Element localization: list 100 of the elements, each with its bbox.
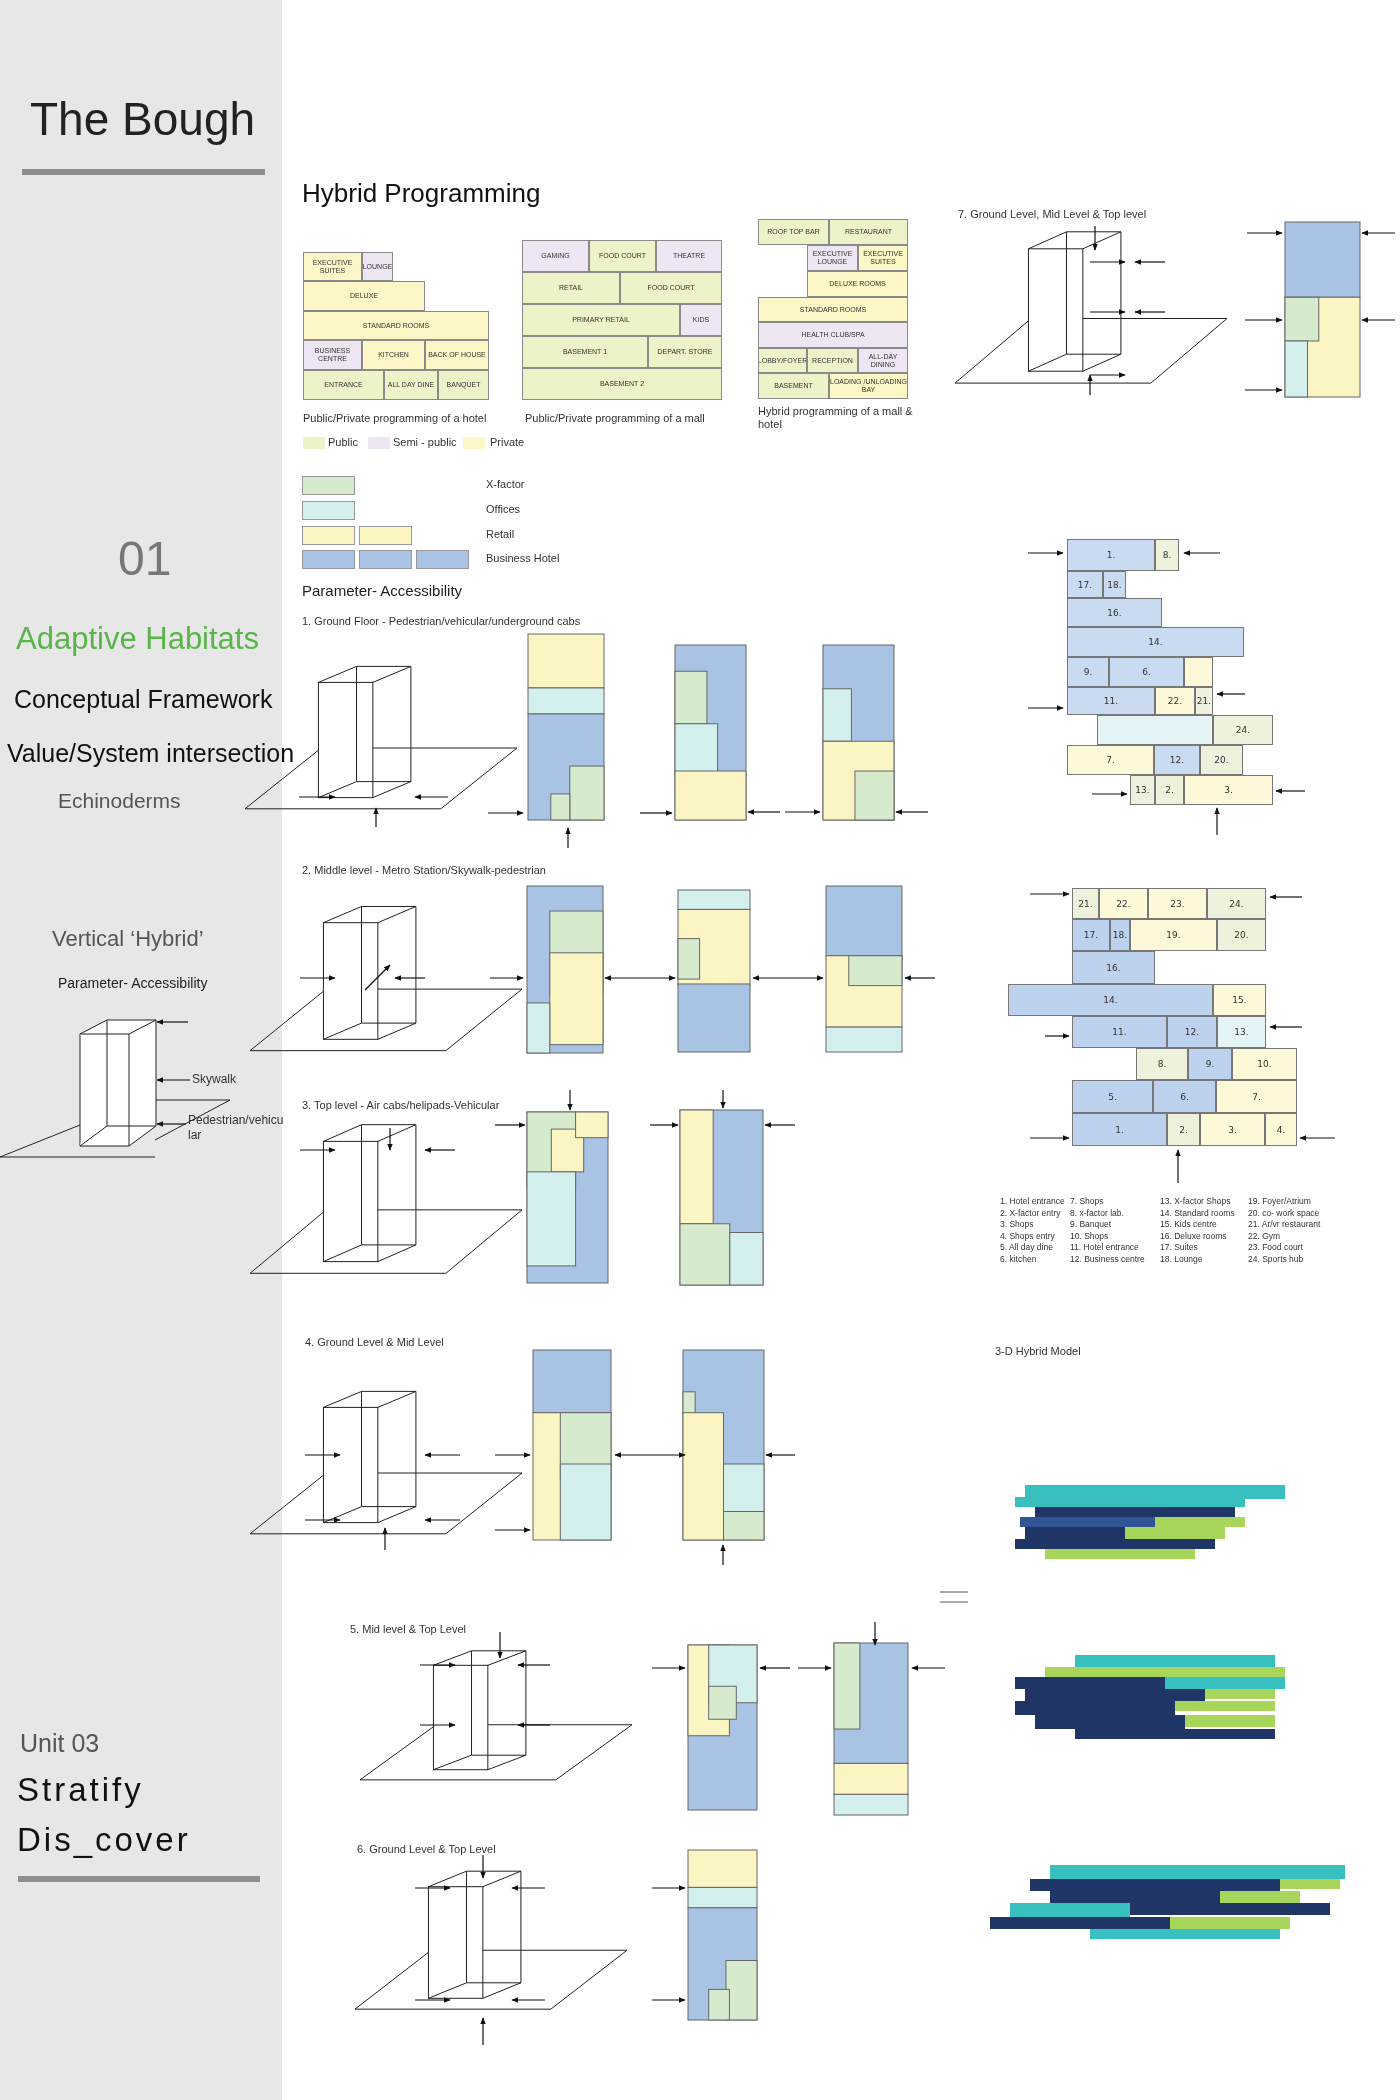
page-title: The Bough: [30, 92, 256, 146]
plan-block: 21.: [1072, 888, 1099, 919]
legend-label: Business Hotel: [486, 552, 560, 564]
plan-block: 20.: [1217, 919, 1266, 951]
key-entry: 11. Hotel entrance: [1070, 1242, 1139, 1253]
plan-block: 2.: [1167, 1113, 1200, 1146]
key-entry: 3. Shops: [1000, 1219, 1034, 1230]
plan-block: [1184, 657, 1213, 687]
key-entry: 9. Banquet: [1070, 1219, 1112, 1230]
plan-block: 6.: [1153, 1080, 1216, 1113]
section-heading: 2. Middle level - Metro Station/Skywalk-pedestrian: [302, 864, 546, 878]
section-heading: 6. Ground Level & Top Level: [357, 1843, 496, 1857]
section-heading: Hybrid Programming: [302, 178, 541, 210]
legend-label: Private: [490, 436, 525, 448]
plan-block: 16.: [1067, 598, 1162, 627]
key-entry: 22. Gym: [1248, 1230, 1281, 1241]
caption: Public/Private programming of a mall: [525, 412, 705, 426]
key-entry: 17. Suites: [1160, 1242, 1198, 1253]
tower-drawing: [79, 1019, 157, 1147]
key-entry: 21. Ar/vr restaurant: [1248, 1219, 1321, 1230]
plan-block: 3.: [1184, 775, 1273, 805]
plan-block: 11.: [1067, 687, 1155, 715]
key-entry: 5. All day dine: [1000, 1242, 1053, 1253]
section-heading: 7. Ground Level, Mid Level & Top level: [958, 208, 1147, 222]
key-entry: 18. Lounge: [1160, 1253, 1203, 1264]
leader-label: Pedestrian/vehicu lar: [188, 1113, 283, 1143]
key-entry: 19. Foyer/Atrium: [1248, 1196, 1311, 1207]
plan-block: 23.: [1148, 888, 1207, 919]
plan-block: 13.: [1217, 1016, 1266, 1048]
panel-heading: Unit 03: [20, 1728, 100, 1758]
plan-block: 12.: [1154, 745, 1200, 775]
section-heading: Parameter- Accessibility: [302, 582, 463, 600]
plan-block: 2.: [1155, 775, 1184, 805]
plan-block: 20.: [1200, 745, 1243, 775]
caption: Public/Private programming of a hotel: [303, 412, 487, 426]
key-entry: 14. Standard rooms: [1160, 1207, 1235, 1218]
key-entry: 20. co- work space: [1248, 1207, 1320, 1218]
plan-block: 15.: [1213, 984, 1266, 1016]
panel-heading: Conceptual Framework: [14, 684, 273, 714]
key-entry: 13. X-factor Shops: [1160, 1196, 1231, 1207]
panel-subheading: Parameter- Accessibility: [58, 975, 208, 992]
caption: Hybrid programming of a mall & hotel: [758, 405, 914, 432]
plan-block: 1.: [1072, 1113, 1167, 1146]
plan-block: 13.: [1130, 775, 1155, 805]
leader-line: [156, 1077, 191, 1083]
plan-block: 6.: [1109, 657, 1184, 687]
legend-label: Offices: [486, 503, 521, 515]
panel-heading: Value/System intersection: [7, 738, 295, 768]
plan-block: 4.: [1265, 1113, 1297, 1146]
key-entry: 6. kitchen: [1000, 1253, 1037, 1264]
plan-block: 9.: [1188, 1048, 1232, 1080]
section-heading: 3. Top level - Air cabs/helipads-Vehicular: [302, 1099, 500, 1113]
plan-block: 12.: [1167, 1016, 1217, 1048]
legend-label: X-factor: [486, 478, 525, 490]
key-entry: 7. Shops: [1070, 1196, 1104, 1207]
plan-block: 14.: [1008, 984, 1213, 1016]
panel-number: 01: [118, 531, 172, 587]
plan-block: 22.: [1099, 888, 1148, 919]
leader-line: [156, 1019, 189, 1025]
plan-block: 24.: [1213, 715, 1273, 745]
panel-heading: Stratify: [17, 1770, 144, 1810]
key-entry: 12. Business centre: [1070, 1253, 1145, 1264]
plan-block: 22.: [1155, 687, 1195, 715]
key-entry: 1. Hotel entrance: [1000, 1196, 1065, 1207]
plan-block: 9.: [1067, 657, 1109, 687]
section-heading: 5. Mid level & Top Level: [350, 1623, 466, 1637]
plan-block: 19.: [1130, 919, 1217, 951]
section-heading: 1. Ground Floor - Pedestrian/vehicular/underground cabs: [302, 615, 581, 629]
plan-block: 7.: [1067, 745, 1154, 775]
plan-block: 14.: [1067, 627, 1244, 657]
plan-block: 11.: [1072, 1016, 1167, 1048]
plan-block: 18.: [1110, 919, 1130, 951]
plan-block: 5.: [1072, 1080, 1153, 1113]
plan-block: 17.: [1067, 571, 1103, 598]
leader-label: Skywalk: [192, 1072, 282, 1087]
plan-block: [1097, 715, 1213, 745]
plan-block: 21.: [1195, 687, 1213, 715]
plan-block: 17.: [1072, 919, 1110, 951]
key-entry: 2. X-factor entry: [1000, 1207, 1061, 1218]
leader-line: [156, 1121, 187, 1127]
panel-heading: Vertical ‘Hybrid’: [52, 926, 204, 953]
panel-heading: Echinoderms: [58, 788, 181, 814]
key-entry: 23. Food court: [1248, 1242, 1303, 1253]
plan-block: 8.: [1155, 539, 1179, 571]
key-entry: 8. x-factor lab.: [1070, 1207, 1124, 1218]
plan-block: 10.: [1232, 1048, 1297, 1080]
plan-block: 18.: [1103, 571, 1126, 598]
section-heading: 4. Ground Level & Mid Level: [305, 1336, 444, 1350]
panel-heading: Adaptive Habitats: [16, 620, 259, 658]
section-heading: 3-D Hybrid Model: [995, 1345, 1081, 1359]
plan-block: 7.: [1216, 1080, 1297, 1113]
plan-block: 24.: [1207, 888, 1266, 919]
key-entry: 16. Deluxe rooms: [1160, 1230, 1227, 1241]
legend-label: Public: [328, 436, 358, 448]
panel-heading: Dis_cover: [17, 1820, 191, 1860]
key-entry: 24. Sports hub: [1248, 1253, 1304, 1264]
legend-label: Retail: [486, 528, 515, 540]
plan-block: 3.: [1200, 1113, 1265, 1146]
key-entry: 10. Shops: [1070, 1230, 1109, 1241]
plan-block: 8.: [1136, 1048, 1188, 1080]
